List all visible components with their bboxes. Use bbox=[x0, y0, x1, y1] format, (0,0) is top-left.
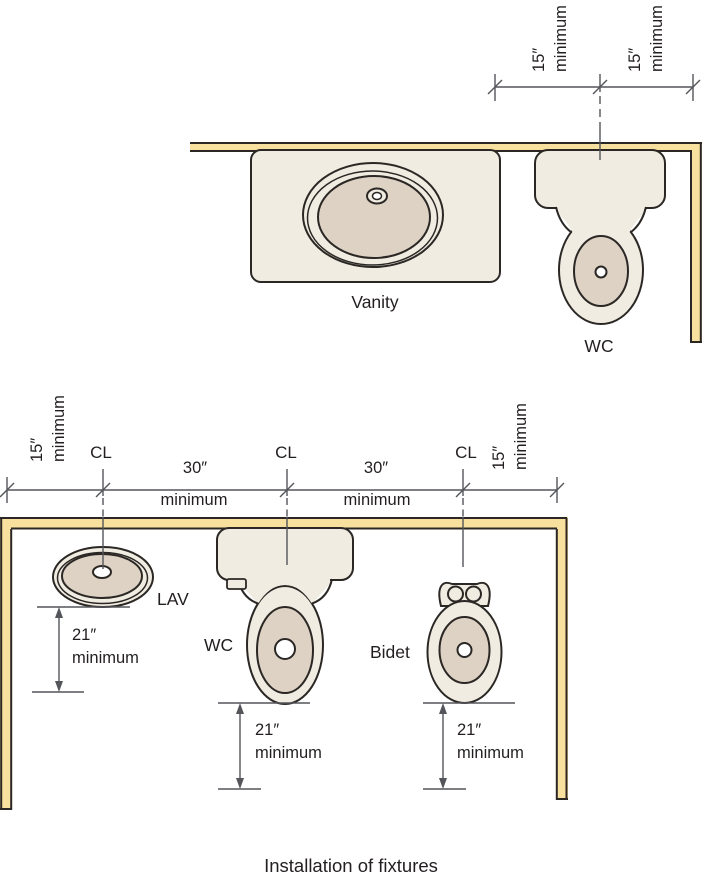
bottom-dimension-line bbox=[0, 469, 565, 569]
clearance-dim-lav: 21″ minimum bbox=[72, 624, 139, 670]
lav-label: LAV bbox=[157, 589, 189, 609]
dim-qualifier: minimum bbox=[50, 395, 68, 462]
top-spacing-dim-1: 15″ minimum bbox=[528, 0, 572, 72]
clearance-dim-bidet: 21″ minimum bbox=[457, 719, 524, 765]
bidet-label: Bidet bbox=[370, 642, 410, 662]
dim-value: 15″ bbox=[490, 445, 508, 470]
dim-value: 15″ bbox=[530, 47, 548, 72]
vanity-label: Vanity bbox=[351, 292, 399, 312]
clearance-dimension-lav bbox=[32, 606, 130, 693]
clearance-dimension-wc bbox=[218, 702, 310, 790]
dim-value: 21″ bbox=[457, 721, 482, 739]
dim-qualifier: minimum bbox=[552, 5, 570, 72]
top-dimension-line bbox=[487, 74, 701, 160]
lav-fixture bbox=[52, 546, 154, 608]
top-spacing-dim-2: 15″ minimum bbox=[624, 0, 668, 72]
wc-fixture-bottom bbox=[216, 527, 354, 705]
dim-value: 21″ bbox=[72, 626, 97, 644]
dim-qualifier: minimum bbox=[512, 403, 530, 470]
bottom-wall bbox=[0, 517, 568, 810]
bottom-spacing-dim-left: 15″ minimum bbox=[26, 358, 70, 462]
spacing-dim-30-2-value: 30″ bbox=[363, 459, 389, 477]
top-wall bbox=[190, 142, 702, 343]
clearance-dim-wc: 21″ minimum bbox=[255, 719, 322, 765]
vanity-fixture bbox=[250, 149, 501, 283]
bottom-spacing-dim-right: 15″ minimum bbox=[488, 366, 532, 470]
dim-value: 15″ bbox=[626, 47, 644, 72]
wc-bottom-label: WC bbox=[204, 635, 234, 655]
dim-qualifier: minimum bbox=[72, 649, 139, 667]
wc-top-label: WC bbox=[584, 336, 614, 356]
wc-fixture-top bbox=[534, 149, 666, 325]
spacing-dim-30-2-qualifier: minimum bbox=[343, 491, 411, 509]
clearance-dimension-bidet bbox=[423, 702, 515, 790]
spacing-dim-30-1-qualifier: minimum bbox=[160, 491, 228, 509]
dim-value: 15″ bbox=[28, 437, 46, 462]
dim-qualifier: minimum bbox=[457, 744, 524, 762]
dim-qualifier: minimum bbox=[648, 5, 666, 72]
centerline-label-2: CL bbox=[275, 443, 297, 462]
dim-qualifier: minimum bbox=[255, 744, 322, 762]
dim-value: 21″ bbox=[255, 721, 280, 739]
bidet-fixture bbox=[426, 581, 503, 704]
centerline-label-3: CL bbox=[455, 443, 477, 462]
diagram-title: Installation of fixtures bbox=[264, 855, 438, 876]
spacing-dim-30-1-value: 30″ bbox=[182, 459, 208, 477]
centerline-label-1: CL bbox=[90, 443, 112, 462]
